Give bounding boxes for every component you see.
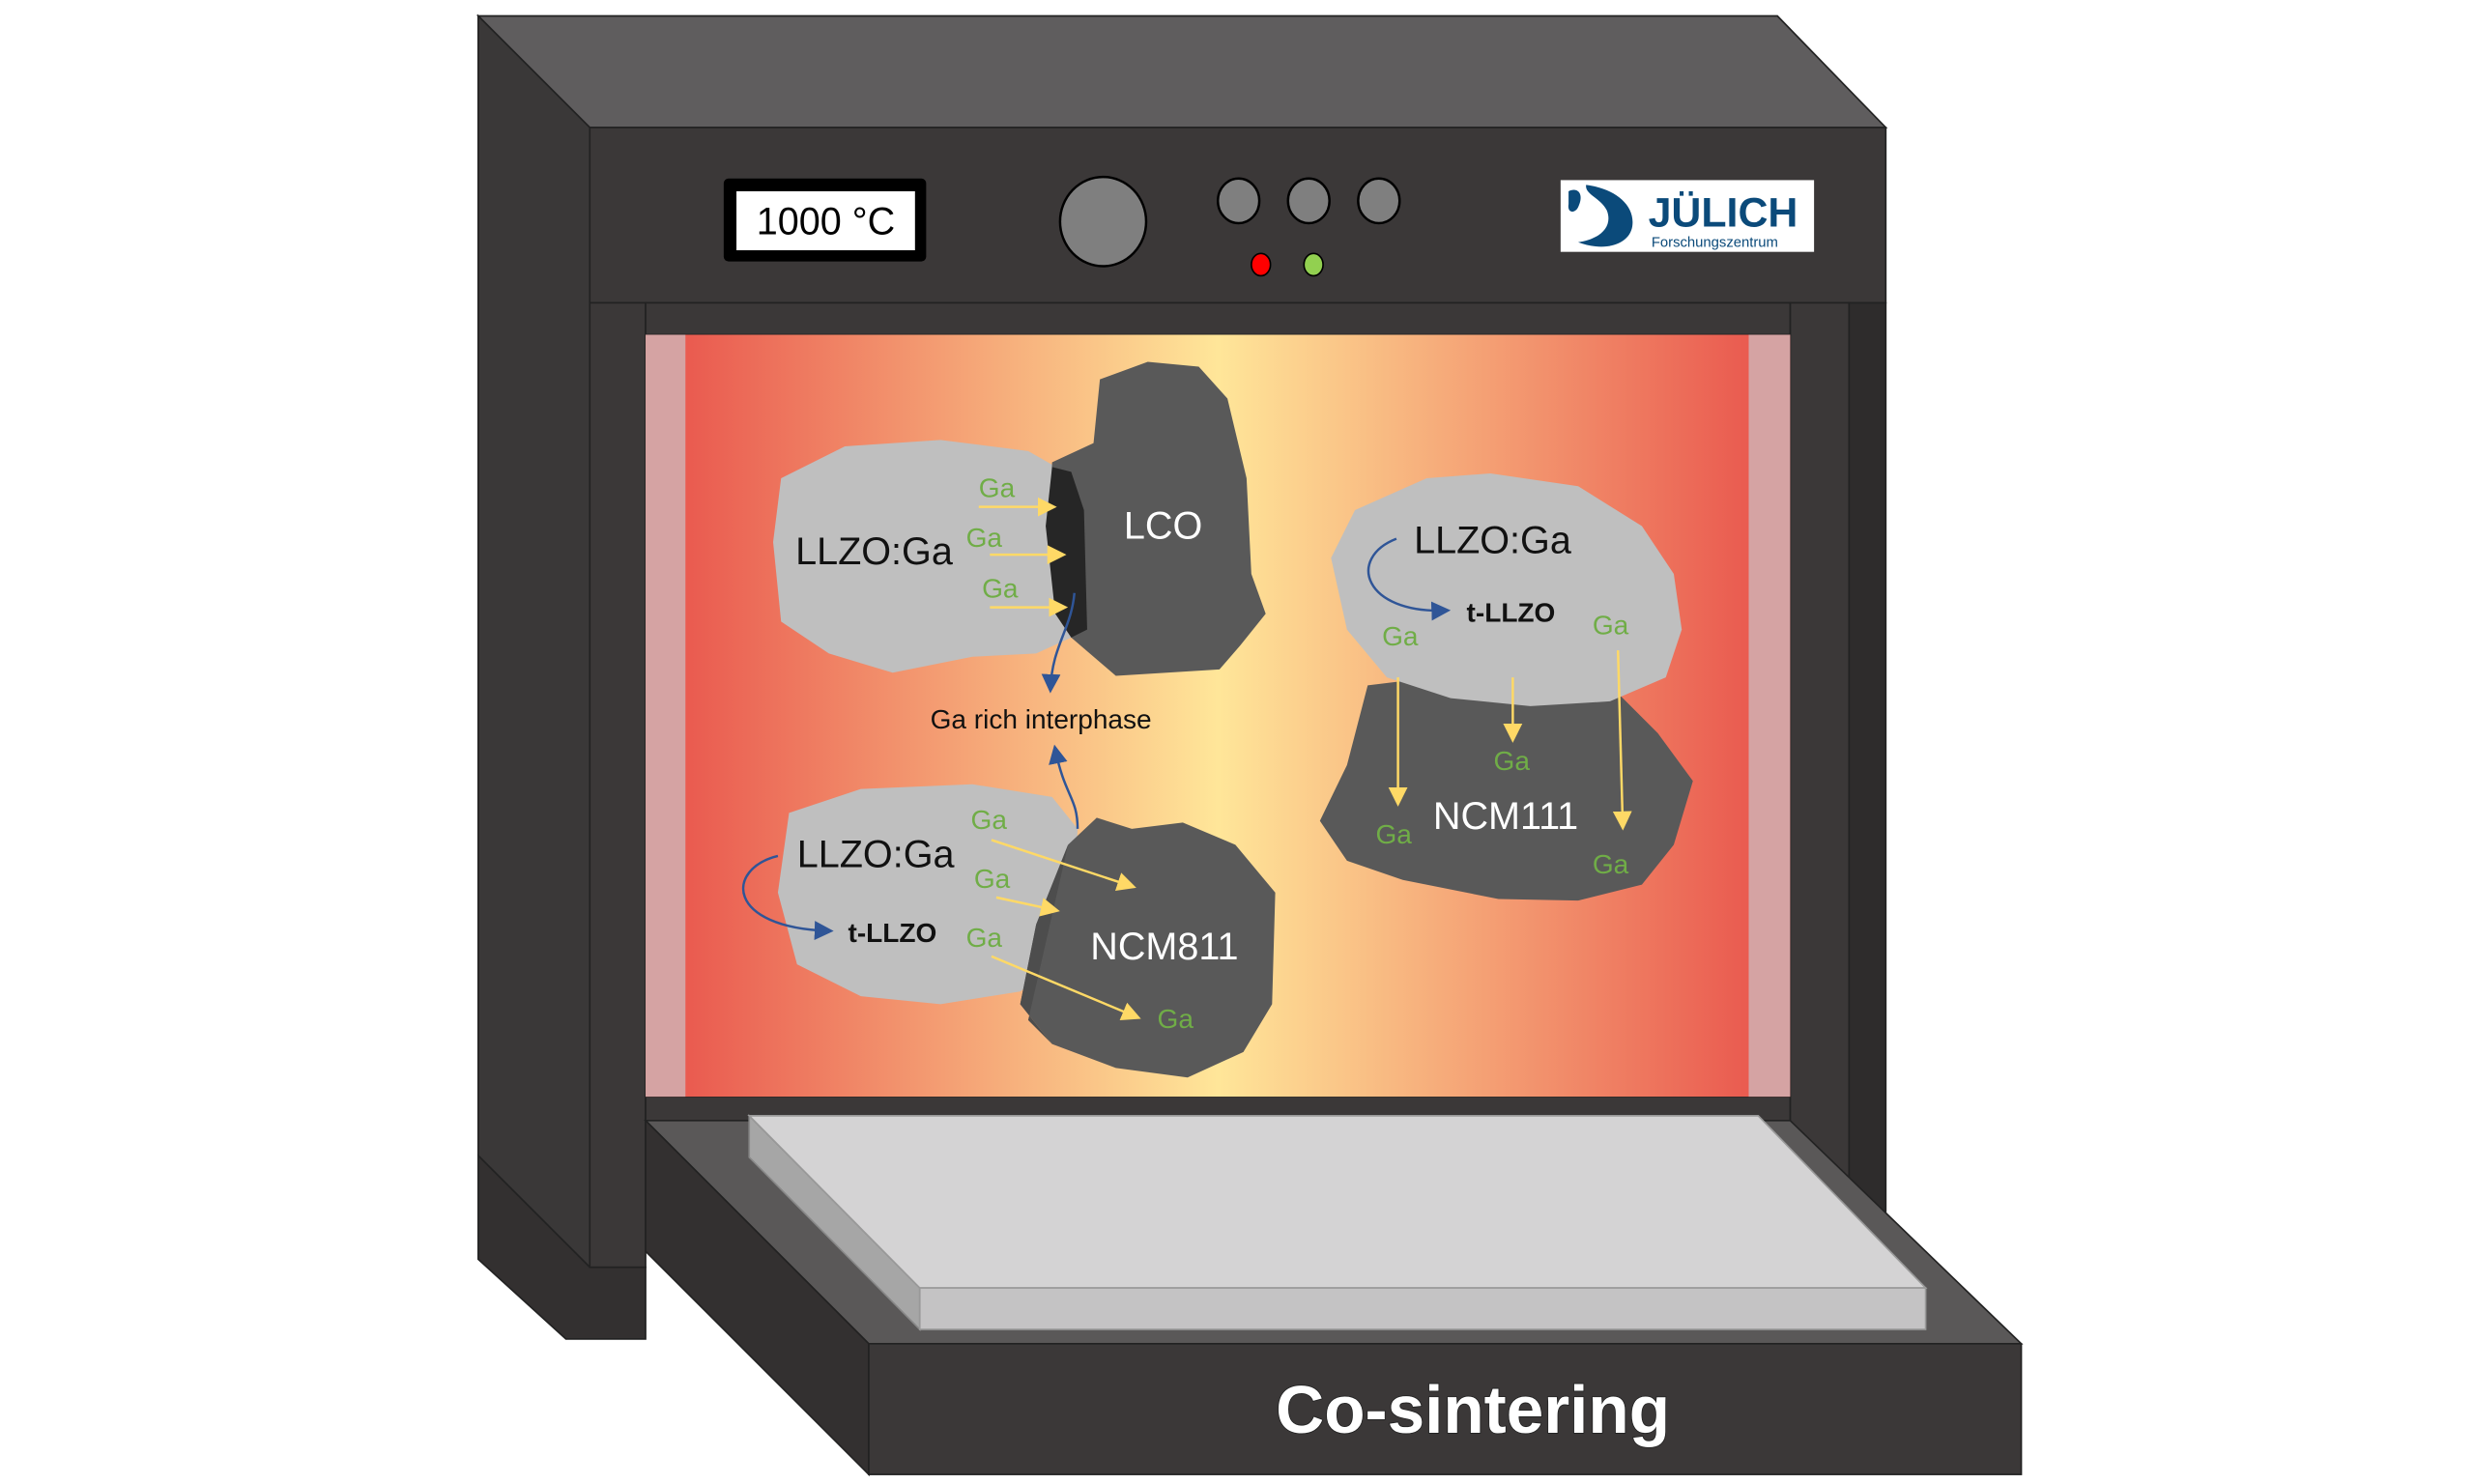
panel-button-2[interactable] bbox=[1286, 177, 1331, 225]
ga-diffusion-arrow bbox=[991, 955, 1141, 1021]
label-ncm111: NCM111 bbox=[1433, 795, 1578, 838]
label-ga: Ga bbox=[979, 473, 1016, 503]
ga-diffusion-arrow bbox=[991, 839, 1136, 892]
green-indicator-light bbox=[1303, 252, 1324, 277]
control-knob[interactable] bbox=[1058, 175, 1148, 268]
interphase-arrow bbox=[1041, 592, 1076, 694]
label-ga: Ga bbox=[966, 523, 1003, 553]
llzo-particle-bottom bbox=[777, 784, 1079, 1005]
phase-transition-arrow bbox=[1366, 537, 1452, 621]
phase-transition-arrow bbox=[741, 854, 834, 940]
ga-diffusion-arrow bbox=[1612, 650, 1632, 831]
label-ga: Ga bbox=[1593, 849, 1629, 879]
door-label: Co-sintering bbox=[1276, 1372, 1670, 1447]
label-llzo-ga-top: LLZO:Ga bbox=[795, 530, 954, 573]
oven-frame-right bbox=[1789, 301, 1851, 1213]
ga-diffusion-arrow bbox=[995, 896, 1060, 917]
label-llzo-ga-right: LLZO:Ga bbox=[1414, 519, 1572, 561]
oven-door-front[interactable] bbox=[868, 1342, 2023, 1475]
logo-subtitle: Forschungszentrum bbox=[1652, 236, 1778, 251]
temperature-value: 1000 °C bbox=[757, 201, 895, 243]
label-ga: Ga bbox=[1382, 621, 1419, 651]
heating-element-right bbox=[1748, 334, 1791, 1098]
llzo-particle-right bbox=[1331, 473, 1683, 706]
label-ga: Ga bbox=[982, 574, 1019, 604]
oven-frame-left bbox=[589, 301, 647, 1269]
tray-front bbox=[918, 1287, 1927, 1330]
label-ncm811: NCM811 bbox=[1090, 926, 1238, 968]
label-llzo-ga-bottom: LLZO:Ga bbox=[797, 834, 956, 876]
ncm811-shade bbox=[1020, 844, 1069, 1044]
tray-top bbox=[747, 1115, 1928, 1289]
juelich-logo: JÜLICH Forschungszentrum bbox=[1560, 180, 1815, 252]
label-t-llzo-bottom: t-LLZO bbox=[849, 918, 937, 948]
oven-left-side bbox=[477, 14, 591, 1270]
display-screen bbox=[736, 190, 915, 251]
label-ga: Ga bbox=[1376, 819, 1413, 849]
heating-element-left bbox=[646, 334, 686, 1098]
panel-button-3[interactable] bbox=[1357, 177, 1401, 225]
label-ga: Ga bbox=[974, 864, 1011, 894]
interphase-arrow bbox=[1049, 744, 1079, 829]
oven-top bbox=[475, 14, 1888, 128]
lco-particle bbox=[1049, 361, 1266, 676]
label-ga: Ga bbox=[971, 805, 1008, 835]
label-ga: Ga bbox=[1593, 611, 1629, 641]
label-ga: Ga bbox=[1158, 1004, 1194, 1034]
label-t-llzo-right: t-LLZO bbox=[1467, 597, 1556, 627]
oven-right-edge bbox=[1848, 301, 1887, 1213]
panel-button-1[interactable] bbox=[1216, 177, 1261, 225]
label-ga-rich-interphase: Ga rich interphase bbox=[931, 704, 1152, 734]
ncm111-particle bbox=[1319, 669, 1693, 901]
red-indicator-light bbox=[1251, 252, 1272, 277]
logo-name: JÜLICH bbox=[1649, 189, 1798, 236]
label-ga: Ga bbox=[1494, 746, 1531, 776]
label-lco: LCO bbox=[1124, 505, 1202, 548]
label-ga: Ga bbox=[966, 923, 1003, 953]
ncm811-particle bbox=[1020, 817, 1276, 1078]
llzo-particle-top bbox=[773, 440, 1077, 673]
oven-frame-top bbox=[645, 301, 1792, 336]
